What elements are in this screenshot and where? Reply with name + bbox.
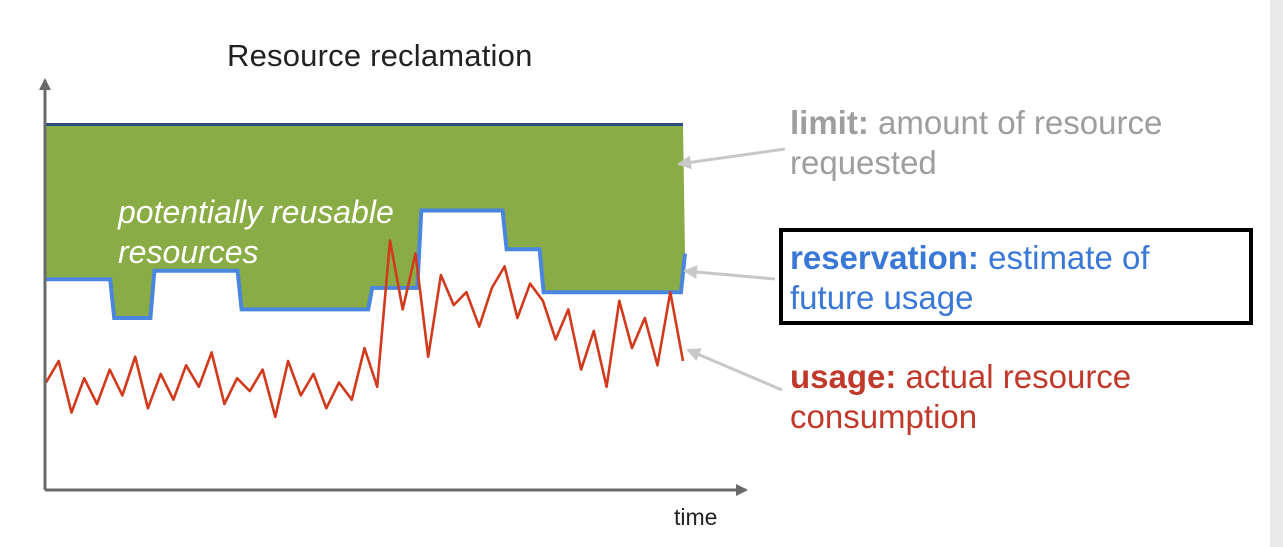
usage-line bbox=[44, 239, 685, 419]
usage-callout-arrow bbox=[686, 348, 783, 392]
limit-callout: limit: amount of resource requested bbox=[790, 103, 1162, 183]
usage-term: usage: bbox=[790, 358, 897, 395]
reusable-region-label: potentially reusable resources bbox=[118, 192, 394, 272]
reservation-term: reservation: bbox=[790, 239, 979, 276]
usage-desc-line1: actual resource bbox=[896, 358, 1132, 395]
limit-callout-line1: limit: amount of resource bbox=[790, 103, 1162, 143]
reservation-highlight-box bbox=[779, 228, 1253, 325]
reusable-label-line1: potentially reusable bbox=[118, 194, 394, 230]
usage-callout: usage: actual resource consumption bbox=[790, 357, 1131, 437]
reservation-desc-line1: estimate of bbox=[978, 239, 1150, 276]
limit-term: limit: bbox=[790, 104, 869, 141]
x-axis-label: time bbox=[674, 504, 718, 530]
limit-desc-line1: amount of resource bbox=[868, 104, 1163, 141]
reservation-callout-line1: reservation: estimate of bbox=[790, 238, 1150, 278]
reservation-callout-arrow bbox=[683, 265, 776, 281]
usage-desc-line2: consumption bbox=[790, 398, 978, 435]
reusable-label-line2: resources bbox=[118, 234, 259, 270]
chart-title: Resource reclamation bbox=[227, 38, 533, 73]
limit-desc-line2: requested bbox=[790, 144, 937, 181]
reservation-callout: reservation: estimate of future usage bbox=[790, 238, 1150, 318]
limit-callout-arrow bbox=[677, 147, 786, 170]
reservation-line bbox=[46, 208, 687, 320]
window-edge bbox=[1270, 0, 1283, 547]
reservation-desc-line2: future usage bbox=[790, 279, 974, 316]
usage-callout-line1: usage: actual resource bbox=[790, 357, 1131, 397]
